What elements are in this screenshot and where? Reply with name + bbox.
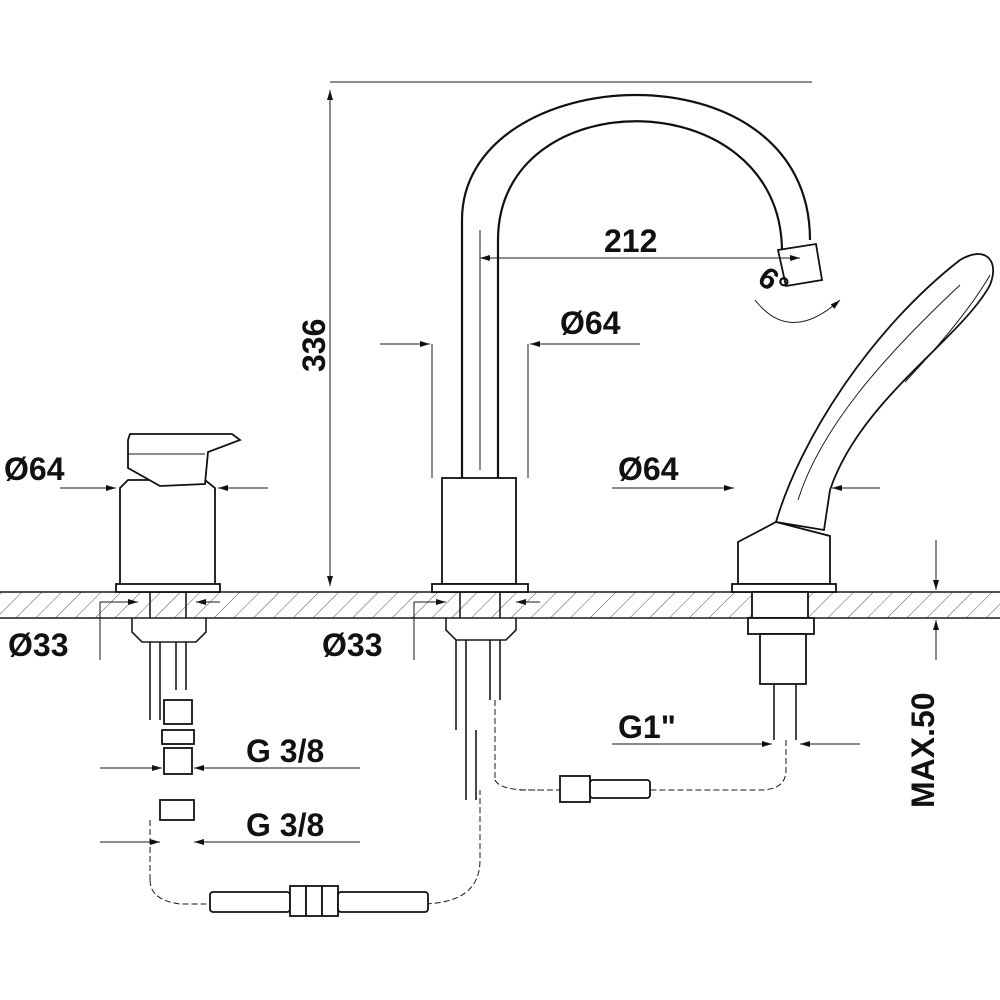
dim-connection-top: G 3/8 [246,733,324,769]
dimension-lines [60,81,939,845]
dim-handshower-diameter: Ø64 [618,451,679,487]
mixer-underside [131,592,481,905]
dim-spout-hole: Ø33 [322,627,382,663]
spout-underside [445,592,540,800]
dim-mixer-diameter: Ø64 [4,451,65,487]
dim-reach: 212 [604,223,657,259]
dim-connection-bottom: G 3/8 [246,807,324,843]
handshower-underside [520,591,815,803]
dim-handshower-thread: G1" [618,709,676,745]
dim-mixer-hole: Ø33 [8,627,68,663]
handshower [731,253,995,593]
connecting-hose [209,885,429,917]
mixer-body [115,433,242,593]
dim-height: 336 [296,319,332,372]
dim-spout-diameter: Ø64 [560,305,621,341]
spout [431,94,824,593]
dim-deck-max: MAX.50 [905,692,941,808]
